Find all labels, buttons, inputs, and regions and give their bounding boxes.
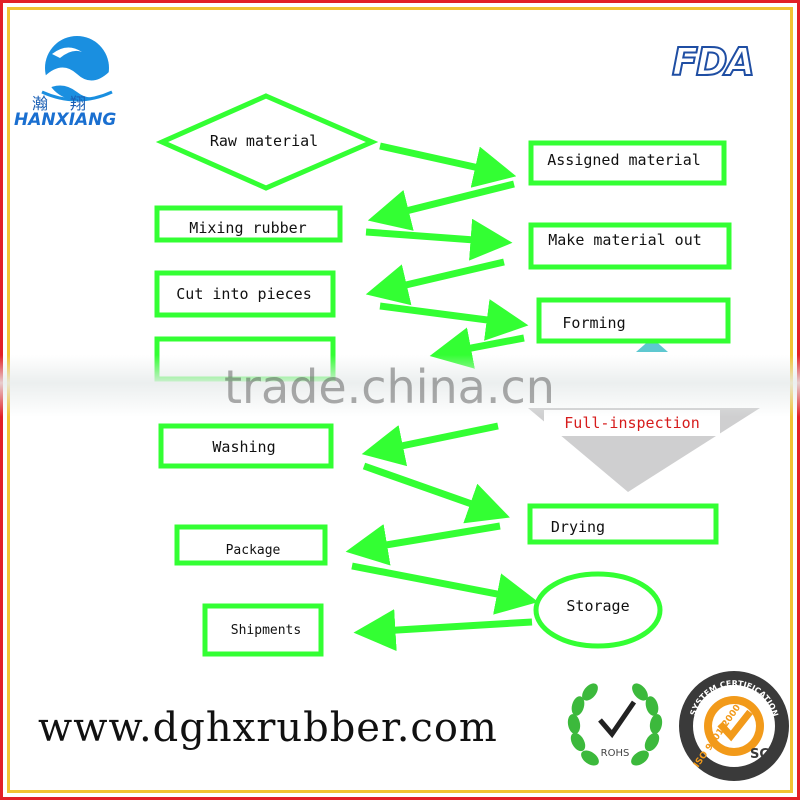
arrow-package-to-storage <box>351 562 539 615</box>
checkmark-icon <box>598 700 637 739</box>
storage-node: Storage <box>533 571 663 649</box>
assigned-material-label: Assigned material <box>547 151 701 169</box>
washing-label: Washing <box>212 438 275 456</box>
package-node: Package <box>174 524 328 566</box>
arrow-forming-to-hidden <box>429 327 525 369</box>
rohs-badge: ROHS <box>567 683 663 766</box>
arrow-make-to-cut <box>365 258 505 306</box>
hanxiang-logo <box>41 36 113 102</box>
shipments-node: Shipments <box>202 603 324 657</box>
cut-into-pieces-node: Cut into pieces <box>154 270 336 318</box>
mixing-rubber-node: Mixing rubber <box>154 205 343 243</box>
logo-chinese-name: 瀚翔 <box>32 94 109 113</box>
forming-label: Forming <box>562 314 625 332</box>
storage-label: Storage <box>566 597 629 615</box>
sgs-label: SGS <box>750 747 779 762</box>
raw-material-node: Raw material <box>155 93 379 191</box>
arrow-drying-to-package <box>345 522 501 566</box>
flow-arrows <box>345 142 539 652</box>
arrow-storage-to-shipments <box>353 609 533 652</box>
arrow-inspection-to-washing <box>361 422 499 467</box>
arrow-washing-to-drying <box>362 462 510 524</box>
washing-node: Washing <box>158 423 334 469</box>
logo-english-name: HANXIANG <box>14 110 117 130</box>
package-label: Package <box>226 543 281 558</box>
website-url: www.dghxrubber.com <box>38 705 498 751</box>
mixing-rubber-label: Mixing rubber <box>189 219 306 237</box>
raw-material-label: Raw material <box>210 132 318 150</box>
rohs-label: ROHS <box>601 748 630 759</box>
watermark-band <box>0 355 800 417</box>
arrow-assigned-to-mixing <box>367 180 515 231</box>
make-material-out-node: Make material out <box>528 222 732 270</box>
assigned-material-node: Assigned material <box>528 140 727 186</box>
arrow-raw-to-assigned <box>379 142 517 188</box>
forming-node: Forming <box>536 297 731 344</box>
checkmark-icon <box>717 709 753 742</box>
make-material-out-label: Make material out <box>548 231 702 249</box>
arrow-mixing-to-make <box>365 218 513 261</box>
fda-logo: FDA <box>671 39 756 85</box>
sgs-iso-badge: SYSTEM CERTIFICATION ISO 9001:2000 SGS <box>679 671 789 781</box>
full-inspection-label: Full-inspection <box>564 414 699 432</box>
drying-label: Drying <box>551 518 605 536</box>
cut-into-pieces-label: Cut into pieces <box>176 285 311 303</box>
arrow-cut-to-forming <box>379 299 529 341</box>
watermark-text: trade.china.cn <box>224 360 555 414</box>
drying-node: Drying <box>527 503 719 545</box>
shipments-label: Shipments <box>231 623 301 638</box>
